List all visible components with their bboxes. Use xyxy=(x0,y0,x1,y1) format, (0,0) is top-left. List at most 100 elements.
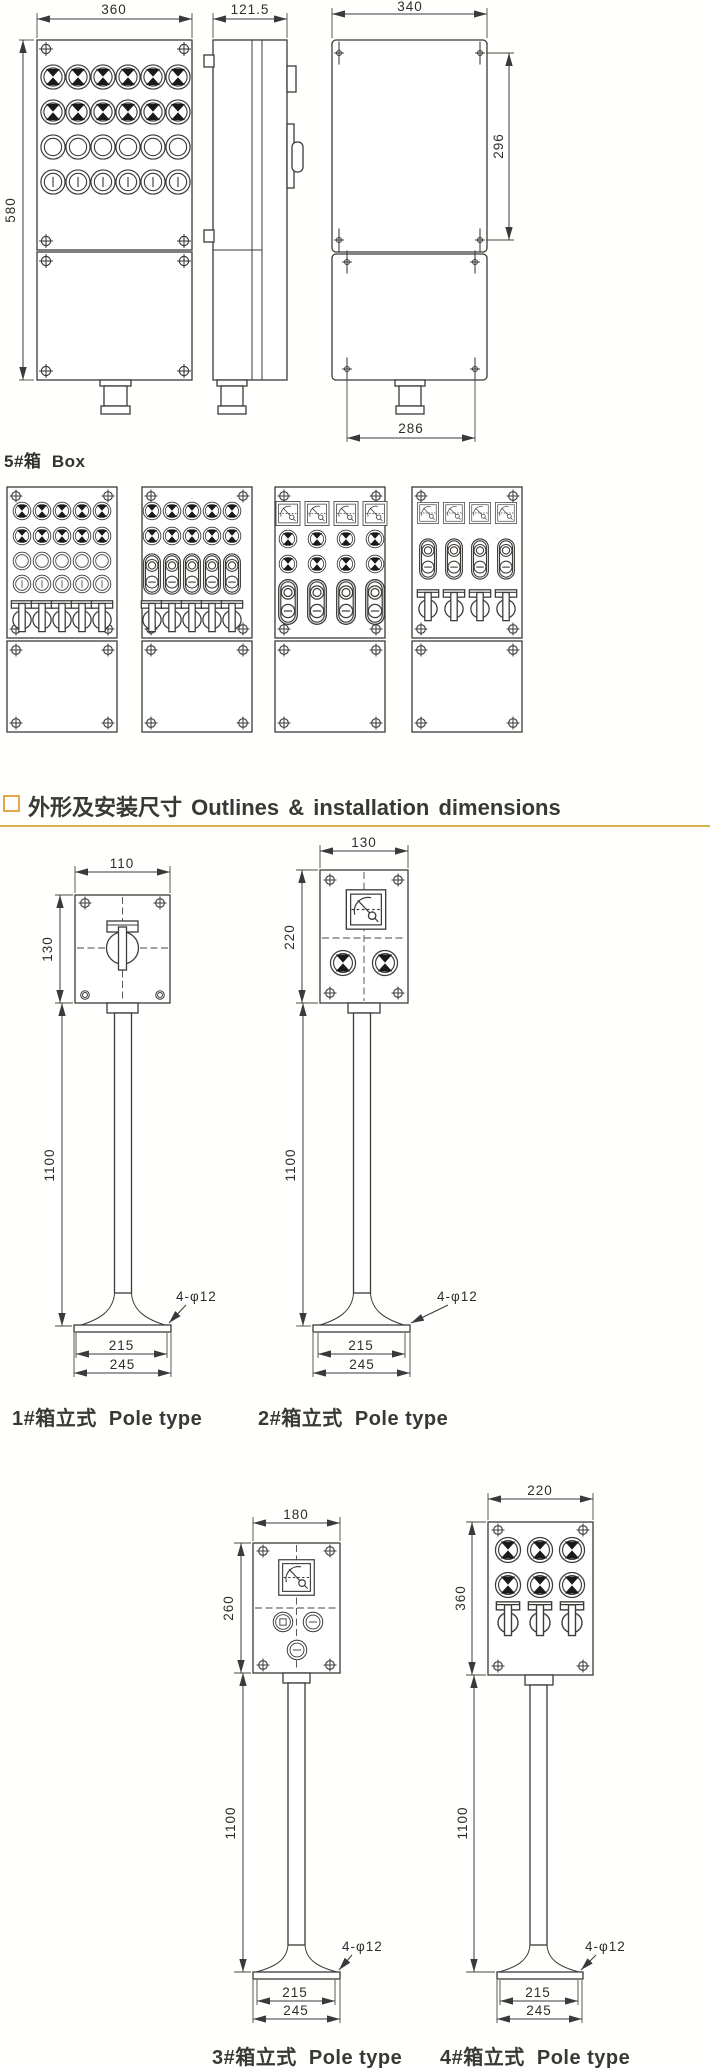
pole-neck xyxy=(282,1672,311,1684)
indicator-lamp-icon xyxy=(40,134,66,160)
dim-mount-vspan: 296 xyxy=(491,133,506,159)
selector-button-icon xyxy=(202,501,222,521)
button-icon xyxy=(115,169,141,195)
dual-control-icon xyxy=(143,553,161,595)
dim-pole-height: 1100 xyxy=(283,1148,298,1181)
selector-button-icon xyxy=(307,529,327,549)
section-divider xyxy=(0,825,710,827)
box-variant-1 xyxy=(6,486,118,733)
dim-width: 220 xyxy=(527,1483,553,1498)
selector-button-icon xyxy=(307,554,327,574)
meter-icon xyxy=(304,501,330,526)
dual-control-icon xyxy=(307,579,327,625)
dual-control-icon xyxy=(497,538,515,580)
selector-button-icon xyxy=(162,501,182,521)
dim-width: 180 xyxy=(283,1507,309,1522)
selector-button-icon xyxy=(65,99,91,125)
selector-button-icon xyxy=(371,949,399,977)
selector-button-icon xyxy=(336,554,356,574)
button-icon xyxy=(72,574,92,594)
meter-icon xyxy=(362,501,388,526)
box5-label: 5#箱 Box xyxy=(4,452,86,471)
dim-front-height: 580 xyxy=(3,197,18,223)
selector-button-icon xyxy=(12,501,32,521)
box-variant-3 xyxy=(274,486,388,733)
selector-button-icon xyxy=(65,64,91,90)
base-plate xyxy=(73,1324,172,1333)
dual-control-icon xyxy=(365,579,385,625)
dual-control-icon xyxy=(163,553,181,595)
indicator-lamp-icon xyxy=(140,134,166,160)
dim-bolt-span: 215 xyxy=(109,1338,135,1353)
pole-neck xyxy=(347,1002,381,1014)
dim-height: 130 xyxy=(40,936,55,962)
section-bullet-icon xyxy=(3,795,20,812)
pole-type-4: 220 360 1100 4-φ12 215 245 xyxy=(453,1483,625,2023)
caption-pole-type-2: 2#箱立式 Pole type xyxy=(258,1408,449,1430)
dim-mount-hspan: 286 xyxy=(398,421,424,436)
dim-holes: 4-φ12 xyxy=(437,1289,478,1304)
caption-pole-type-3: 3#箱立式 Pole type xyxy=(212,2047,403,2069)
selector-button-icon xyxy=(526,1536,554,1564)
indicator-lamp-icon xyxy=(92,551,112,571)
indicator-lamp-icon xyxy=(115,134,141,160)
selector-button-icon xyxy=(165,99,191,125)
button-icon xyxy=(40,169,66,195)
selector-button-icon xyxy=(182,526,202,546)
selector-button-icon xyxy=(222,501,242,521)
dim-pole-height: 1100 xyxy=(42,1148,57,1181)
dim-width: 110 xyxy=(110,856,135,871)
button-icon xyxy=(140,169,166,195)
meter-icon xyxy=(278,1559,315,1596)
pole-neck xyxy=(106,1002,139,1014)
hinge-tab xyxy=(203,229,215,243)
selector-button-icon xyxy=(72,501,92,521)
pole xyxy=(529,1684,548,1946)
meter-icon xyxy=(443,502,465,524)
screw-icon xyxy=(155,990,165,1000)
pole-neck xyxy=(524,1674,554,1686)
dim-side-width: 121.5 xyxy=(231,2,270,17)
pole-type-3: 180 260 1100 4-φ12 215 245 xyxy=(221,1507,382,2023)
pole xyxy=(287,1682,306,1946)
selector-button-icon xyxy=(40,99,66,125)
selector-button-icon xyxy=(90,64,116,90)
button-icon xyxy=(90,169,116,195)
base-plate xyxy=(496,1971,584,1980)
dual-control-icon xyxy=(278,579,298,625)
dim-height: 260 xyxy=(221,1595,236,1621)
box-variant-2 xyxy=(140,486,253,733)
selector-button-icon xyxy=(92,526,112,546)
dim-pole-height: 1100 xyxy=(455,1806,470,1839)
caption-pole-type-4: 4#箱立式 Pole type xyxy=(440,2047,631,2069)
selector-button-icon xyxy=(162,526,182,546)
selector-button-icon xyxy=(90,99,116,125)
selector-button-icon xyxy=(92,501,112,521)
box-variant-4 xyxy=(411,486,523,733)
meter-icon xyxy=(495,502,517,524)
selector-button-icon xyxy=(52,501,72,521)
selector-button-icon xyxy=(494,1536,522,1564)
dual-control-icon xyxy=(183,553,201,595)
button-icon xyxy=(12,574,32,594)
indicator-lamp-icon xyxy=(65,134,91,160)
selector-button-icon xyxy=(202,526,222,546)
dim-holes: 4-φ12 xyxy=(176,1289,217,1304)
dual-control-icon xyxy=(203,553,221,595)
screw-icon xyxy=(80,990,90,1000)
selector-button-icon xyxy=(558,1536,586,1564)
latch xyxy=(286,65,297,93)
hinge-tab xyxy=(203,54,215,68)
meter-icon xyxy=(417,502,439,524)
selector-button-icon xyxy=(140,64,166,90)
dim-base-width: 245 xyxy=(526,2003,552,2018)
selector-button-icon xyxy=(52,526,72,546)
button-icon xyxy=(32,574,52,594)
indicator-lamp-icon xyxy=(72,551,92,571)
button-icon xyxy=(165,169,191,195)
mushroom-button-icon xyxy=(272,1611,294,1633)
indicator-lamp-icon xyxy=(90,134,116,160)
section-title: 外形及安装尺寸 Outlines & installation dimensio… xyxy=(28,795,561,820)
dim-bolt-span: 215 xyxy=(282,1985,308,2000)
